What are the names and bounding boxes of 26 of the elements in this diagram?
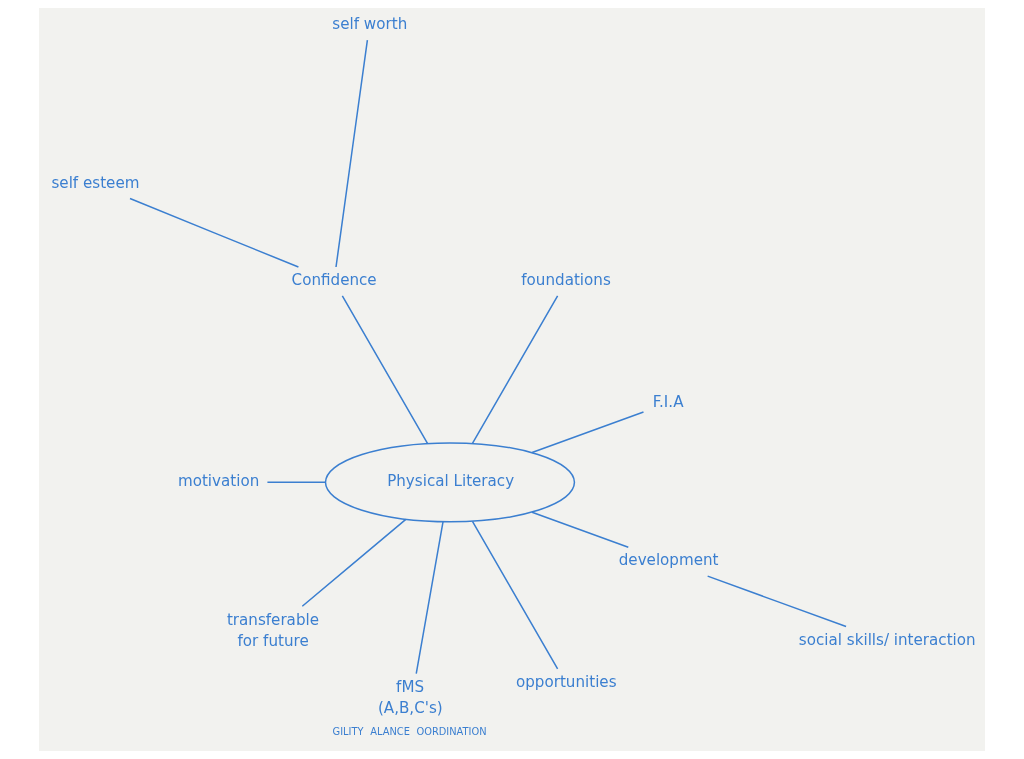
node-text: motivation [177, 472, 260, 491]
connector [341, 295, 429, 445]
node-text: foundations [521, 271, 611, 290]
node-label: GILITY [332, 725, 364, 737]
connector [266, 481, 326, 484]
connector [531, 411, 645, 454]
node-text: transferable for future [226, 610, 320, 650]
connector [335, 39, 369, 268]
connector [301, 518, 407, 608]
node-text: Confidence [291, 271, 377, 290]
node-label: ALANCE [370, 725, 410, 737]
node-text: opportunities [516, 673, 617, 692]
node-ellipse: Physical Literacy [324, 442, 576, 523]
connector [415, 521, 444, 675]
connector [129, 197, 300, 268]
connector [471, 520, 559, 670]
connector [531, 511, 630, 548]
connector [471, 295, 559, 445]
node-text: fMS (A,B,C's) [377, 677, 443, 718]
node-label: OORDINATION [416, 725, 487, 737]
connector [706, 575, 847, 628]
node-text: development [618, 551, 719, 570]
node-text: social skills/ interaction [798, 630, 976, 649]
node-text: self worth [332, 15, 408, 34]
node-text: self esteem [51, 173, 140, 192]
node-text: F.I.A [652, 392, 684, 411]
